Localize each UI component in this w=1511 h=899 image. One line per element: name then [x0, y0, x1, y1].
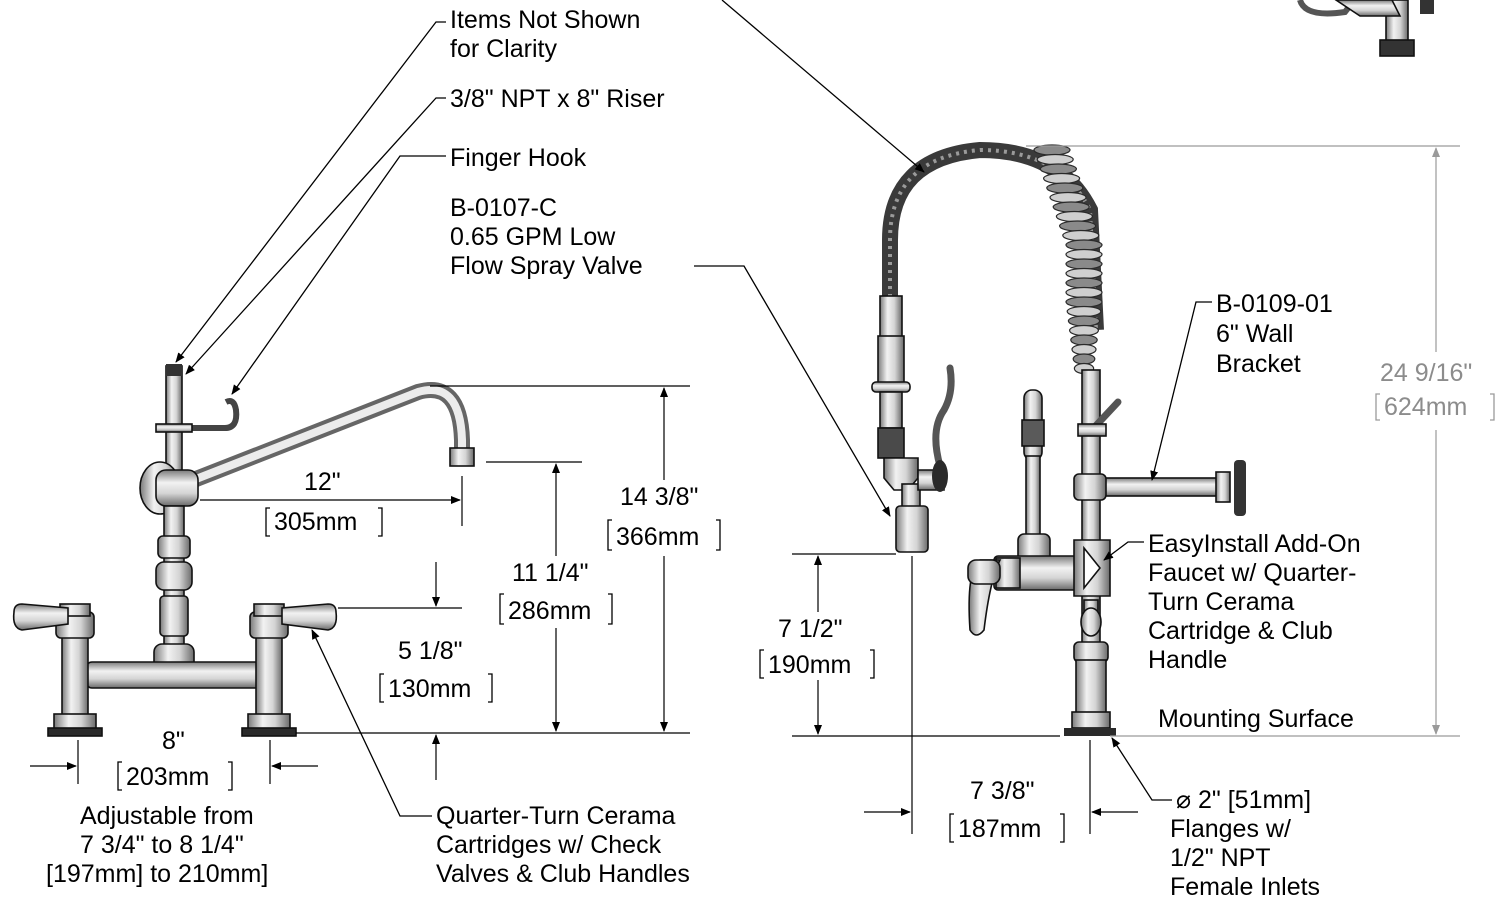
- items-not-shown-line2: for Clarity: [450, 35, 557, 63]
- spring-coil: [1055, 210, 1094, 223]
- items-not-shown-line1: Items Not Shown: [450, 6, 640, 34]
- overall-height-imperial: 14 3/8": [620, 483, 698, 511]
- spray-trigger: [932, 364, 955, 470]
- handle-height-imperial: 5 1/8": [398, 637, 462, 665]
- spout-reach-metric: 305mm: [274, 508, 357, 536]
- flanges-line1: ⌀ 2" [51mm]: [1176, 786, 1311, 814]
- cartridges-line2: Cartridges w/ Check: [436, 831, 662, 859]
- spring-coil: [1067, 315, 1101, 327]
- wall-bracket-line2: 6" Wall: [1216, 320, 1293, 348]
- spout-reach-imperial: 12": [304, 468, 341, 496]
- spring-coil: [1062, 229, 1100, 242]
- spring-coil: [1070, 334, 1098, 346]
- metric-brackets: [117, 393, 1495, 843]
- dimension-labels: 12" 305mm 14 3/8" 366mm 11 1/4" 286mm 5 …: [46, 359, 1472, 888]
- add-on-faucet-line1: EasyInstall Add-On: [1148, 530, 1361, 558]
- overall-height-metric: 366mm: [616, 523, 699, 551]
- callout-labels: Items Not Shown for Clarity 3/8" NPT x 8…: [436, 6, 1361, 899]
- centers-imperial: 8": [162, 727, 185, 755]
- riser-cap: [166, 364, 182, 376]
- bridge-pipe: [85, 661, 267, 689]
- left-valve-body: [47, 603, 103, 737]
- handle-height-metric: 130mm: [388, 675, 471, 703]
- spray-valve-line1: B-0107-C: [450, 194, 557, 222]
- overhead-spring: [1033, 144, 1103, 375]
- spring-coil: [1065, 258, 1103, 270]
- spray-offset-imperial: 7 3/8": [970, 777, 1034, 805]
- flanges-line2: Flanges w/: [1170, 815, 1291, 843]
- spray-valve-height-metric: 190mm: [768, 651, 851, 679]
- spring-coil: [1042, 172, 1081, 185]
- adjustable-line1: Adjustable from: [80, 802, 254, 830]
- spring-coil: [1065, 267, 1103, 280]
- spray-valve-height-imperial: 7 1/2": [778, 615, 842, 643]
- add-on-faucet-line2: Faucet w/ Quarter-: [1148, 559, 1356, 587]
- spring-coil: [1039, 163, 1078, 175]
- wall-bracket-line1: B-0109-01: [1216, 290, 1333, 318]
- partial-view-thumbnail: [1297, 0, 1434, 57]
- spring-coil: [1065, 286, 1103, 299]
- spring-coil: [1058, 220, 1097, 232]
- add-on-faucet-line5: Handle: [1148, 646, 1227, 674]
- adjustable-line2: 7 3/4" to 8 1/4": [80, 831, 244, 859]
- spring-coil: [1046, 182, 1084, 194]
- spring-coil: [1049, 191, 1087, 204]
- wall-flange: [1234, 460, 1246, 516]
- flanges-line4: Female Inlets: [1170, 873, 1320, 899]
- deck-faucet-illustration: [12, 364, 475, 737]
- dimension-lines: [30, 145, 1460, 834]
- mounting-surface-label: Mounting Surface: [1158, 705, 1354, 733]
- spout-aerator: [449, 447, 475, 467]
- right-valve-body: [241, 603, 297, 737]
- spray-valve-line2: 0.65 GPM Low: [450, 223, 616, 251]
- mounting-flange: [1064, 728, 1116, 736]
- spring-coil: [1052, 201, 1090, 213]
- prerinse-unit-illustration: [871, 141, 1246, 736]
- riser-label: 3/8" NPT x 8" Riser: [450, 85, 665, 113]
- spring-coil: [1065, 277, 1103, 289]
- spring-coil: [1065, 239, 1103, 251]
- prerinse-height-imperial: 24 9/16": [1380, 359, 1472, 387]
- prerinse-height-metric: 624mm: [1384, 393, 1467, 421]
- spring-coil: [1066, 305, 1102, 318]
- cartridges-line1: Quarter-Turn Cerama: [436, 802, 676, 830]
- leader-lines: [175, 0, 1212, 817]
- adjustable-line3: [197mm] to 210mm]: [46, 860, 268, 888]
- finger-hook-label: Finger Hook: [450, 144, 587, 172]
- spring-coil: [1065, 248, 1103, 261]
- spray-valve-head: [871, 295, 955, 553]
- wall-bracket-line3: Bracket: [1216, 350, 1301, 378]
- add-on-faucet: [967, 389, 1111, 636]
- add-on-faucet-line4: Cartridge & Club: [1148, 617, 1333, 645]
- spring-coil: [1068, 324, 1099, 337]
- finger-hook: [182, 398, 240, 431]
- spring-coil: [1036, 153, 1074, 166]
- spring-coil: [1065, 296, 1103, 308]
- spring-coil: [1071, 343, 1097, 356]
- spout-height-imperial: 11 1/4": [512, 559, 589, 587]
- spray-valve-line3: Flow Spray Valve: [450, 252, 643, 280]
- spray-offset-metric: 187mm: [958, 815, 1041, 843]
- cartridges-line3: Valves & Club Handles: [436, 860, 690, 888]
- left-club-handle: [12, 603, 69, 631]
- flanges-line3: 1/2" NPT: [1170, 844, 1271, 872]
- wall-bracket-arm: [1093, 477, 1225, 497]
- spring-coil: [1072, 353, 1096, 365]
- centers-metric: 203mm: [126, 763, 209, 791]
- add-on-faucet-line3: Turn Cerama: [1148, 588, 1294, 616]
- spout-height-metric: 286mm: [508, 597, 591, 625]
- right-club-handle: [281, 603, 338, 631]
